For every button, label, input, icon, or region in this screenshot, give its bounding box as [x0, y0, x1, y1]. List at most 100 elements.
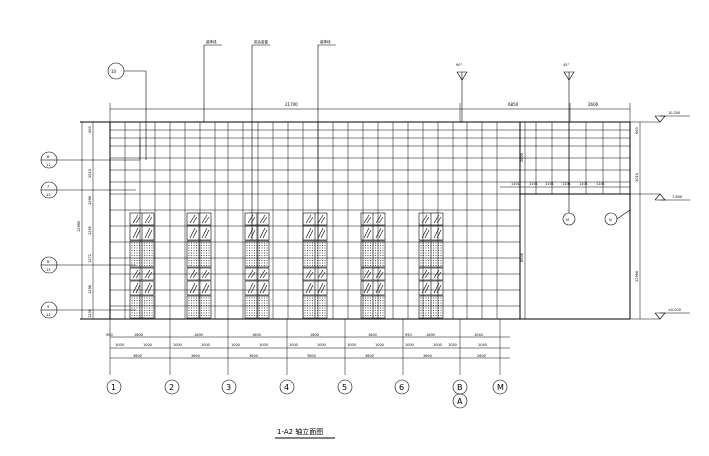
bottom-dim-row2: 1000 — [173, 343, 182, 347]
angle-marks: 90° 45° — [456, 63, 575, 213]
win-row-dim-4: 1101 — [562, 182, 571, 186]
win-row-dim-1: 1101 — [511, 182, 520, 186]
window-stack — [244, 212, 270, 319]
bottom-dim-row2: 1000 — [115, 343, 124, 347]
bottom-dim-row2: 1000 — [143, 343, 152, 347]
top-dim-2: 6850 — [508, 102, 519, 107]
axis-bubble: BA — [452, 379, 468, 409]
win-row-dim-5: 1101 — [579, 182, 588, 186]
left-dim-5: 1272 — [88, 254, 92, 263]
left-callouts: 10 8 11 7 13 8 13 9 14 — [40, 62, 147, 319]
bottom-dim-row3: 3600 — [365, 354, 374, 358]
left-callout-3-bottom: 13 — [46, 193, 50, 197]
bottom-dim-row2: 1000 — [289, 343, 298, 347]
left-callout-2-bottom: 11 — [46, 163, 50, 167]
left-dim-6: 1298 — [88, 285, 92, 294]
window-stack — [186, 212, 212, 319]
left-callout-5-top: 9 — [47, 305, 49, 309]
bottom-dim-row2: 1000 — [375, 343, 384, 347]
bottom-dim-row2: 1000 — [201, 343, 210, 347]
angle-mark-45: 45° — [563, 63, 569, 67]
bottom-dim-row1: 1600 — [252, 333, 261, 337]
window-stack — [360, 212, 386, 319]
right-circle-1: M — [566, 218, 569, 222]
bottom-dim-row1: 1040 — [474, 333, 483, 337]
left-dim-3: 1298 — [88, 196, 92, 205]
right-vertical-small: 2600 — [520, 153, 524, 162]
win-row-dim-6: 1101 — [596, 182, 605, 186]
bottom-dim-row2: 1000 — [433, 343, 442, 347]
window-stack — [302, 212, 328, 319]
window-stack — [418, 212, 444, 319]
leader-callout-2: 铝合金窗 — [254, 39, 268, 44]
window-stack — [129, 212, 155, 319]
axis-bubble: 5 — [337, 379, 353, 395]
axis-bubble: 2 — [164, 379, 180, 395]
mid-vertical-dim: 8500 — [520, 253, 524, 262]
bottom-dim-row1: 900 — [106, 333, 113, 337]
axis-bubble: M — [492, 379, 508, 395]
bottom-dim-row3: 3600 — [249, 354, 258, 358]
bottom-dim-row1: 1600 — [194, 333, 203, 337]
win-row-dim-2: 1101 — [529, 182, 538, 186]
leader-callout-3: 装饰线 — [320, 39, 331, 44]
level-ground: ±0.000 — [668, 308, 681, 312]
left-callout-4-top: 8 — [47, 260, 49, 264]
top-dim-1: 21700 — [285, 102, 298, 107]
drawing-title-block: 1-A2 轴立面图 — [275, 427, 335, 439]
facade-outline — [80, 121, 631, 320]
axis-bubble: 1 — [106, 379, 122, 395]
level-mid: 7.800 — [672, 195, 682, 199]
svg-text:M: M — [497, 383, 504, 392]
top-dim-3: 2600 — [588, 102, 599, 107]
drawing-title: 1-A2 轴立面图 — [277, 427, 323, 436]
bottom-dim-row2: 1000 — [347, 343, 356, 347]
bottom-dim-row1: 1600 — [368, 333, 377, 337]
left-callout-2-top: 8 — [47, 155, 49, 159]
axis-bubble: 6 — [394, 379, 410, 395]
bottom-dim-row2: 1000 — [231, 343, 240, 347]
left-callout-4-bottom: 13 — [46, 268, 50, 272]
svg-text:4: 4 — [284, 383, 289, 392]
bottom-dim-row3: 3600 — [423, 354, 432, 358]
top-dimension: 21700 6850 2600 — [109, 102, 631, 122]
right-dim-1: 600 — [635, 127, 639, 134]
axis-bubble: 3 — [221, 379, 237, 395]
svg-text:2: 2 — [169, 383, 174, 392]
bottom-dim-row1: 1600 — [310, 333, 319, 337]
bottom-dim-row2: 1000 — [259, 343, 268, 347]
axis-bubble: 4 — [279, 379, 295, 395]
left-dim-4: 1295 — [88, 226, 92, 235]
win-row-dim-3: 1101 — [545, 182, 554, 186]
left-dimensions: 400 1010 1298 1295 1272 1298 1200 12990 — [77, 122, 94, 319]
top-leaders: 装饰线 铝合金窗 装饰线 — [203, 39, 336, 240]
left-callout-1: 10 — [111, 69, 117, 74]
right-dim-2: 1010 — [635, 173, 639, 182]
left-dim-2: 1010 — [88, 169, 92, 178]
window-stacks — [129, 212, 444, 319]
svg-text:3: 3 — [226, 383, 231, 392]
leader-callout-1: 装饰线 — [206, 39, 217, 44]
bottom-dim-row1: 1600 — [134, 333, 143, 337]
left-dim-1: 400 — [88, 126, 92, 133]
bottom-dim-row3: 3600 — [133, 354, 142, 358]
svg-text:A: A — [457, 397, 463, 406]
right-circle-2: N — [609, 218, 612, 222]
level-top: 10.200 — [668, 111, 680, 115]
left-dim-7: 1200 — [88, 309, 92, 318]
bottom-dim-row3: 2600 — [477, 354, 486, 358]
left-callout-3-top: 7 — [47, 185, 49, 189]
svg-text:6: 6 — [399, 383, 404, 392]
svg-text:B: B — [457, 383, 463, 392]
left-callout-5-bottom: 14 — [46, 313, 51, 317]
right-block-detail: 1101 1101 1101 1101 1101 1101 8500 2600 … — [500, 122, 631, 319]
svg-text:5: 5 — [342, 383, 347, 392]
svg-text:1: 1 — [111, 383, 116, 392]
bottom-dim-row3: 3600 — [191, 354, 200, 358]
bottom-dim-row2: 1050 — [448, 343, 457, 347]
bottom-dim-row2: 1000 — [405, 343, 414, 347]
left-dim-total: 12990 — [77, 221, 81, 232]
angle-mark-90: 90° — [456, 63, 462, 67]
